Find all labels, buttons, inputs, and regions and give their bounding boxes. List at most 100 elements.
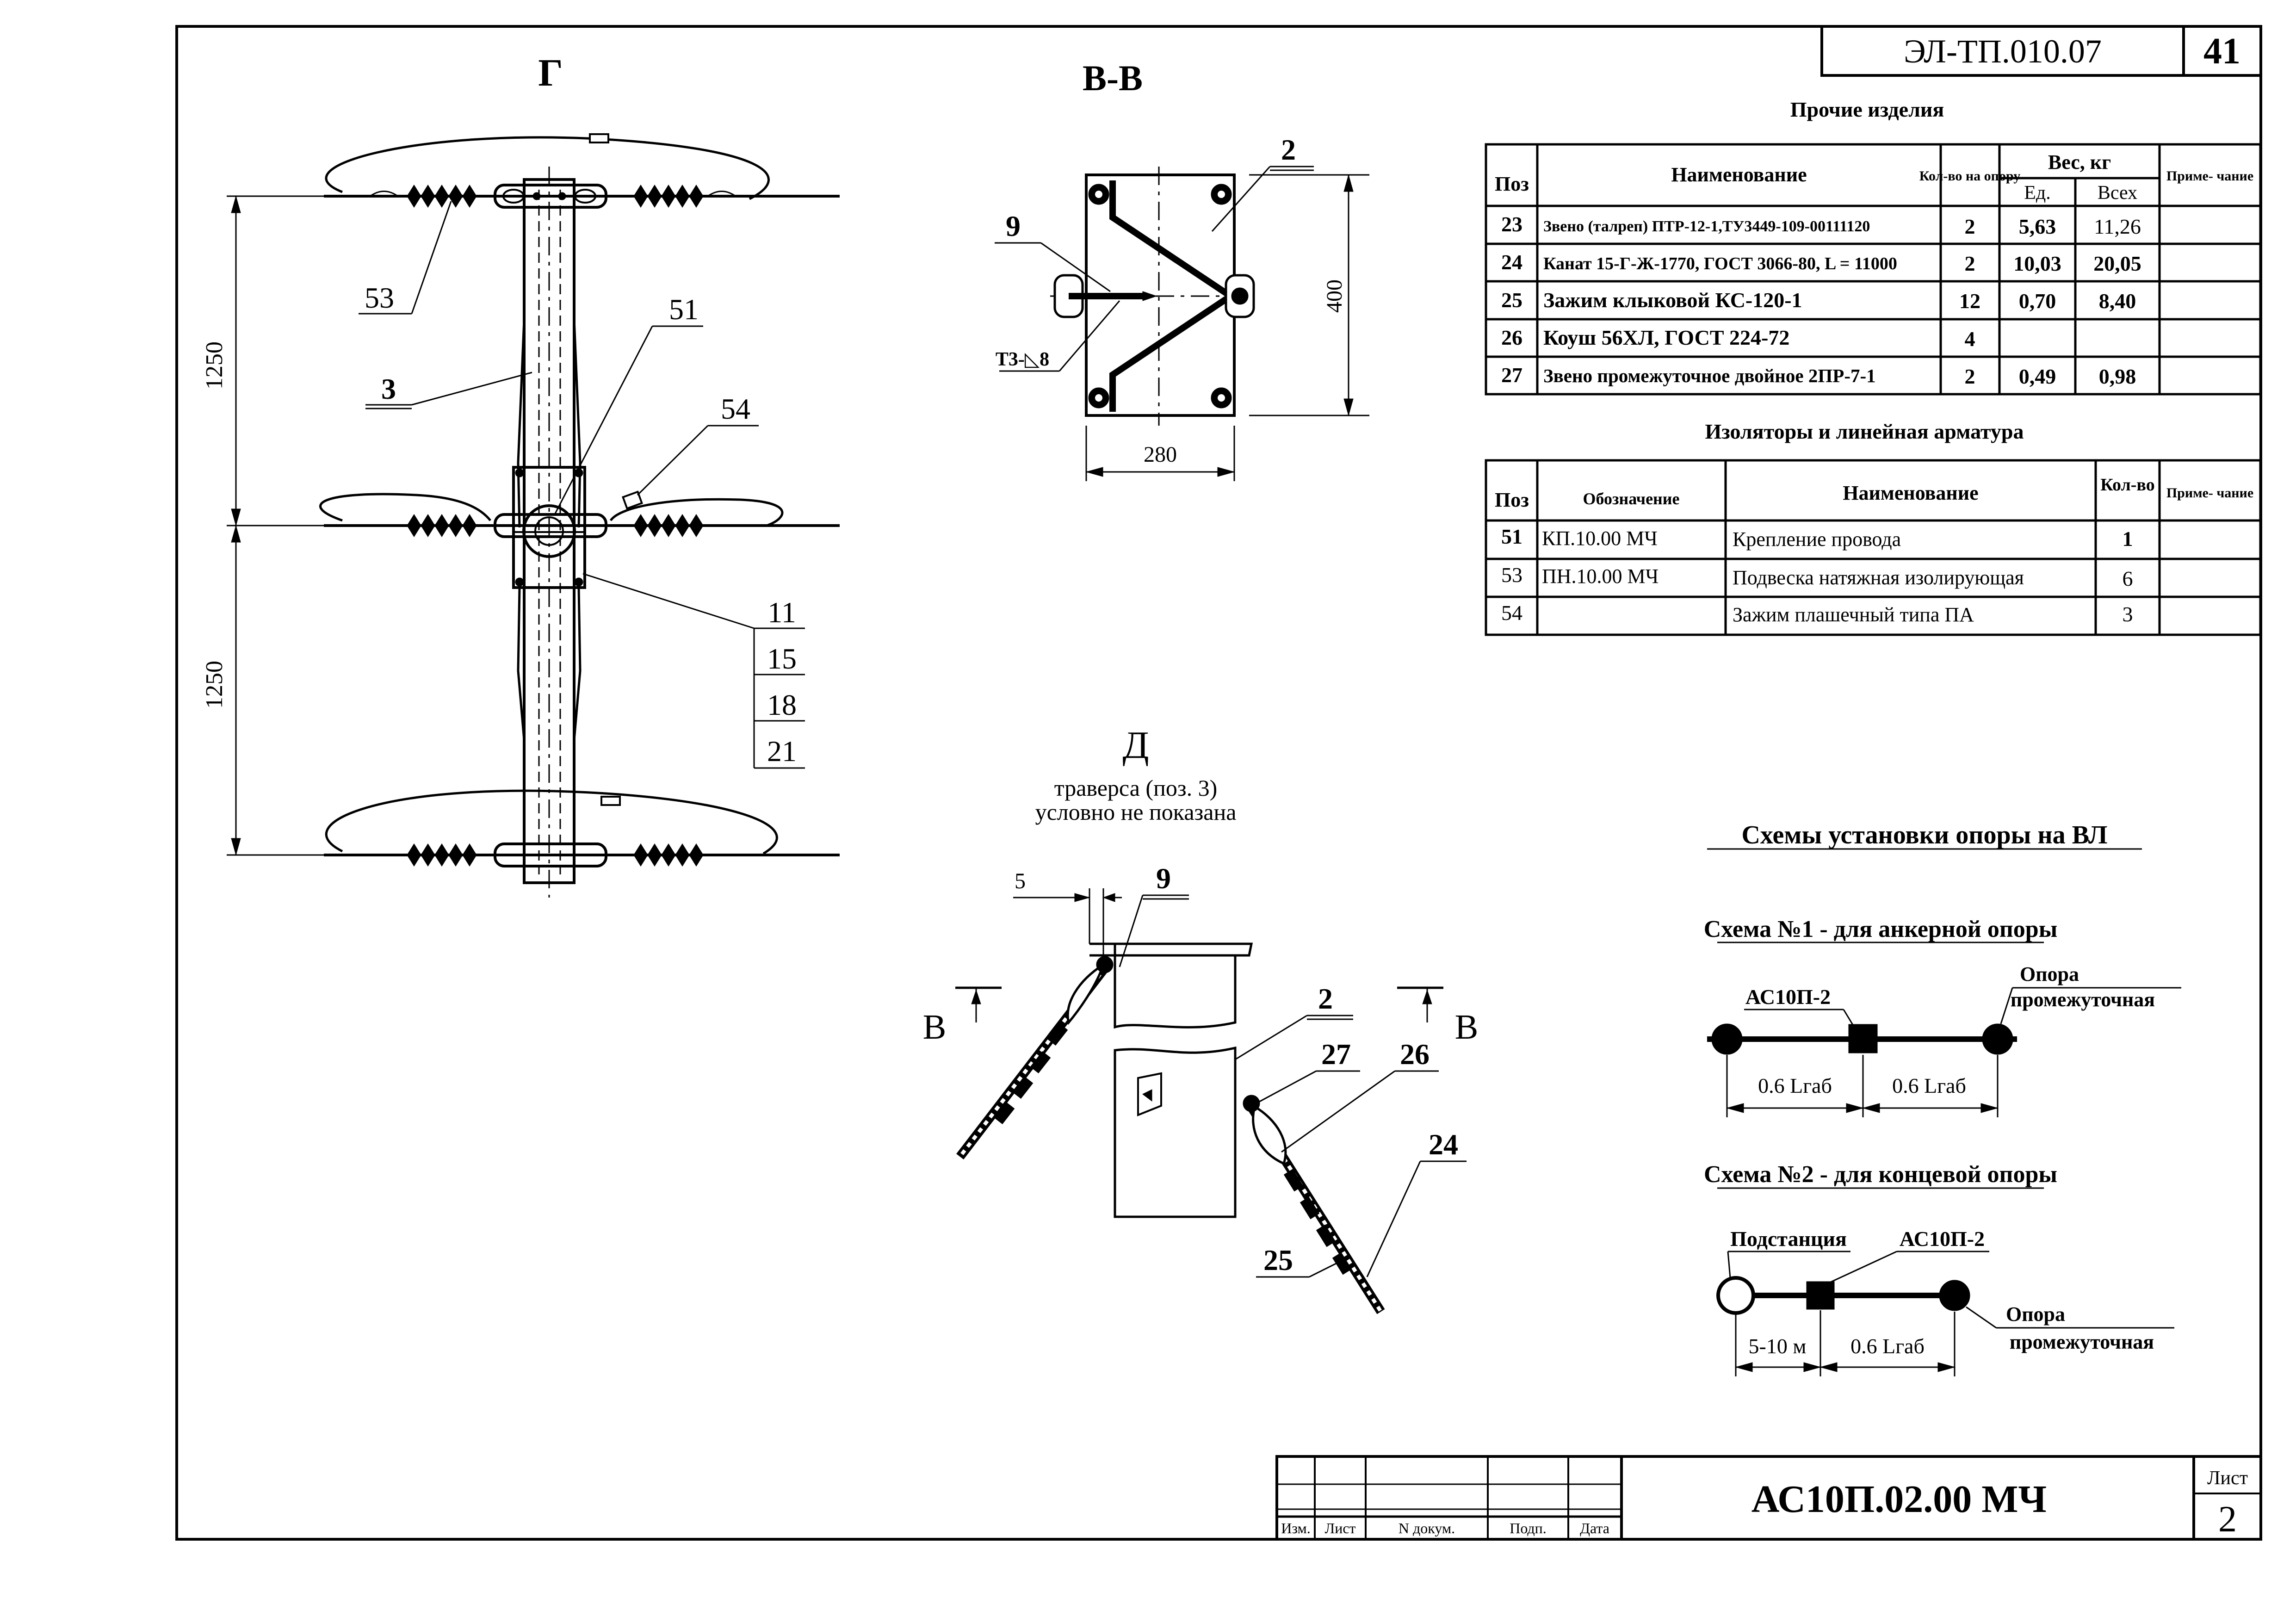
- installation-schemes: Схемы установки опоры на ВЛ Схема №1 - д…: [1704, 821, 2181, 1376]
- oi-row-total: 8,40: [2099, 289, 2136, 313]
- scheme2-support-1: Опора: [2006, 1303, 2065, 1326]
- scheme1-title: Схема №1 - для анкерной опоры: [1704, 916, 2058, 942]
- oi-row-unit: 5,63: [2019, 215, 2056, 238]
- tb-designation: АС10П.02.00 МЧ: [1751, 1478, 2047, 1521]
- d-pos-25: 25: [1263, 1244, 1293, 1276]
- oi-row-name: Зажим клыковой КС-120-1: [1543, 288, 1802, 312]
- tb-sheet-label: Лист: [2207, 1468, 2248, 1489]
- section-mark-right: В: [1455, 1008, 1479, 1047]
- oi-row-name: Звено промежуточное двойное 2ПР-7-1: [1543, 365, 1876, 386]
- scheme1-support-1: Опора: [2020, 963, 2079, 985]
- tb-col-date: Дата: [1580, 1520, 1609, 1536]
- oi-head-pos: Поз: [1495, 173, 1529, 195]
- dim-280: 280: [1144, 442, 1177, 467]
- d-pos-24: 24: [1429, 1128, 1458, 1161]
- view-bb: В-В 2 9 Т3-◺8 400: [995, 58, 1369, 481]
- tb-col-izm: Изм.: [1281, 1520, 1311, 1536]
- dim-bottom-1250: 1250: [201, 661, 228, 709]
- ins-row-name: Подвеска натяжная изолирующая: [1733, 566, 2024, 589]
- oi-head-unit: Ед.: [2024, 182, 2051, 204]
- scheme2-span-2: 0.6 Lгаб: [1850, 1334, 1925, 1358]
- scheme2-substation-marker: [1716, 1276, 1755, 1315]
- ins-head-pos: Поз: [1495, 489, 1529, 511]
- weld-mark: Т3-◺8: [996, 349, 1049, 370]
- ins-row-name: Зажим плашечный типа ПА: [1733, 603, 1974, 626]
- page-number: 41: [2203, 31, 2240, 72]
- ins-row-name: Крепление провода: [1733, 528, 1901, 551]
- other-items-table: Прочие изделия Поз Наименование Кол-во н…: [1485, 98, 2262, 396]
- tb-sheet-number: 2: [2218, 1499, 2237, 1540]
- d-pos-2: 2: [1318, 982, 1333, 1015]
- pos-2: 2: [1281, 133, 1296, 166]
- dim-5: 5: [1015, 869, 1026, 893]
- dim-400: 400: [1322, 279, 1347, 313]
- scheme2-support-2: промежуточная: [2010, 1331, 2154, 1353]
- document-stamp: ЭЛ-ТП.010.07 41: [1820, 25, 2262, 77]
- callout-11: 11: [767, 596, 796, 629]
- oi-head-note: Приме- чание: [2166, 168, 2253, 184]
- oi-head-name: Наименование: [1671, 163, 1807, 186]
- scheme1-span-1: 0.6 Lгаб: [1758, 1074, 1832, 1097]
- sheet-frame: [175, 25, 2262, 1541]
- oi-row-unit: 0,49: [2019, 365, 2056, 388]
- pos-9: 9: [1006, 210, 1021, 242]
- view-d-note-1: траверса (поз. 3): [1054, 775, 1217, 801]
- scheme2-span-1: 5-10 м: [1749, 1334, 1807, 1358]
- oi-row-total: 0,98: [2099, 365, 2136, 388]
- ins-head-name: Наименование: [1843, 482, 1978, 504]
- scheme1-right-support: [1982, 1023, 2013, 1055]
- oi-row-pos: 23: [1501, 212, 1522, 236]
- ins-row-pos: 51: [1501, 525, 1522, 548]
- oi-row-name: Коуш 56ХЛ, ГОСТ 224-72: [1543, 326, 1789, 349]
- callout-21: 21: [767, 735, 797, 768]
- ins-row-pos: 53: [1501, 563, 1522, 587]
- document-code: ЭЛ-ТП.010.07: [1904, 33, 2102, 70]
- tb-col-doc: N докум.: [1399, 1520, 1455, 1536]
- callout-18: 18: [767, 688, 797, 721]
- view-d: Д траверса (поз. 3) условно не показана: [923, 724, 1479, 1314]
- oi-head-total: Всех: [2098, 182, 2137, 204]
- oi-row-name: Канат 15-Г-Ж-1770, ГОСТ 3066-80, L = 110…: [1543, 254, 1897, 273]
- ins-head-designation: Обозначение: [1583, 489, 1679, 508]
- ins-row-designation: КП.10.00 МЧ: [1542, 527, 1658, 550]
- view-g-label: Г: [538, 51, 563, 94]
- oi-row-pos: 24: [1501, 250, 1522, 274]
- oi-row-pos: 25: [1501, 288, 1522, 312]
- scheme2-device-marker: [1806, 1281, 1835, 1310]
- schemes-title: Схемы установки опоры на ВЛ: [1741, 821, 2107, 849]
- scheme2-title: Схема №2 - для концевой опоры: [1704, 1161, 2057, 1188]
- d-pos-9: 9: [1156, 862, 1171, 895]
- ins-row-pos: 54: [1501, 601, 1522, 625]
- scheme1-span-2: 0.6 Lгаб: [1892, 1074, 1966, 1097]
- title-block: Изм. Лист N докум. Подп. Дата АС10П.02.0…: [1275, 1455, 2262, 1541]
- oi-row-qty: 4: [1965, 327, 1975, 351]
- scheme2-substation: Подстанция: [1730, 1227, 1847, 1251]
- callout-53: 53: [365, 281, 394, 314]
- view-g: Г: [201, 51, 840, 898]
- other-items-title: Прочие изделия: [1790, 98, 1944, 121]
- tb-col-list: Лист: [1324, 1520, 1355, 1536]
- oi-row-unit: 0,70: [2019, 289, 2056, 313]
- oi-row-qty: 2: [1965, 365, 1975, 388]
- oi-head-weight: Вес, кг: [2048, 151, 2111, 173]
- d-pos-26: 26: [1400, 1038, 1430, 1071]
- oi-row-qty: 2: [1965, 215, 1975, 238]
- scheme1-support-2: промежуточная: [2011, 988, 2155, 1011]
- ins-row-qty: 6: [2123, 567, 2133, 590]
- oi-row-name: Звено (талреп) ПТР-12-1,ТУ3449-109-00111…: [1543, 218, 1870, 235]
- ins-head-qty: Кол-во: [2100, 475, 2154, 495]
- oi-row-unit: 10,03: [2013, 252, 2061, 275]
- oi-row-total: 20,05: [2093, 252, 2141, 275]
- view-d-label: Д: [1122, 724, 1149, 767]
- oi-row-pos: 26: [1501, 326, 1522, 349]
- scheme2-device: АС10П-2: [1900, 1227, 1985, 1251]
- view-d-note-2: условно не показана: [1035, 799, 1237, 825]
- callout-3: 3: [381, 372, 396, 405]
- callout-51: 51: [669, 293, 699, 326]
- oi-row-total: 11,26: [2094, 215, 2141, 238]
- ins-row-qty: 1: [2123, 527, 2133, 551]
- tb-col-sign: Подп.: [1510, 1520, 1547, 1536]
- scheme2-right-support: [1939, 1280, 1970, 1311]
- oi-row-pos: 27: [1501, 363, 1522, 387]
